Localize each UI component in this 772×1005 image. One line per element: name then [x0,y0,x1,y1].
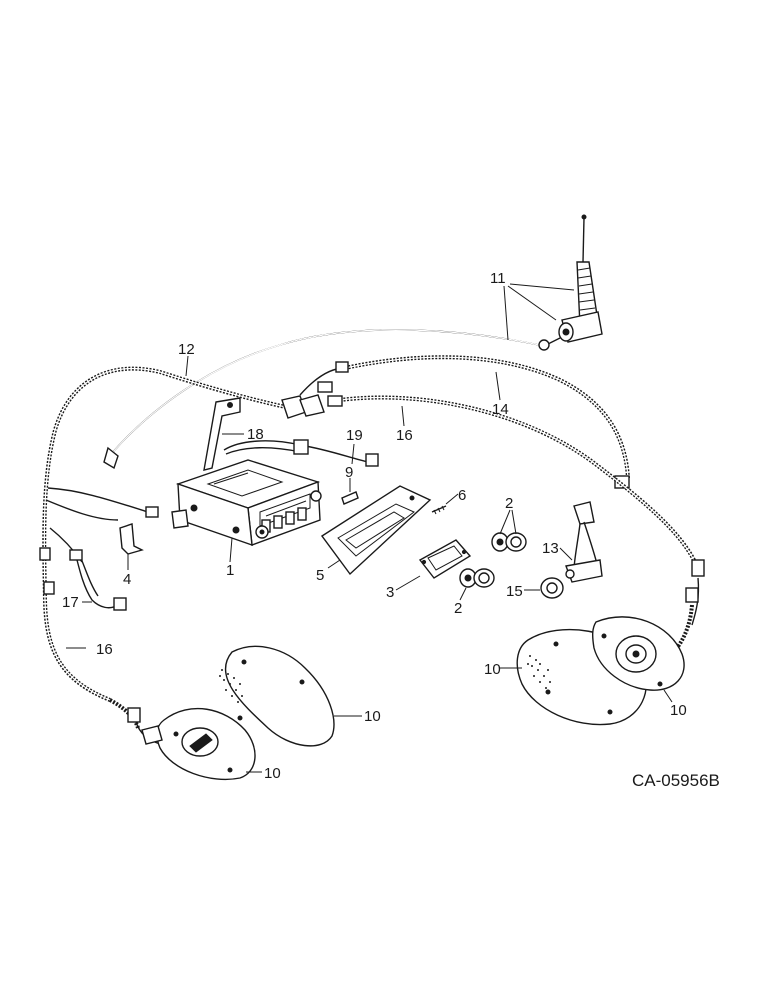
callout-1: 1 [226,562,234,579]
speaker-left-10 [141,707,262,780]
pin-7 [341,491,359,505]
callout-11: 11 [490,270,506,287]
callout-3: 3 [386,584,394,601]
callout-9: 10 [484,661,501,678]
callout-2-upper: 2 [505,495,513,512]
callout-10-left-label: 10 [264,765,281,782]
harness-12 [39,366,325,702]
radio-unit [171,459,322,563]
grommet-15 [540,577,564,599]
callout-7: 9 [345,464,353,481]
callout-19: 19 [346,427,363,444]
clip-5 [119,523,144,555]
harness-19 [223,439,379,467]
speaker-right-10 [591,616,685,703]
callout-10-right-label: 10 [670,702,687,719]
speaker-grille-left-8 [219,645,362,747]
callout-17: 17 [62,594,79,611]
screw-4 [431,505,447,515]
callout-14: 14 [492,401,509,418]
callout-18: 18 [247,426,264,443]
callout-13: 13 [542,540,559,557]
antenna [103,214,603,470]
callout-16-lower: 16 [96,641,113,658]
mounting-bezel-6 [320,485,432,576]
harness-17 [69,549,127,611]
callout-2-lower: 2 [454,600,462,617]
bracket-18 [203,397,241,471]
callout-8: 10 [364,708,381,725]
drawing-code: CA-05956B [632,771,720,790]
callout-4: 6 [458,487,466,504]
callout-12: 12 [178,341,195,358]
antenna-cable-13 [565,501,603,583]
callout-6: 5 [316,567,324,584]
knob-set-lower [459,568,495,588]
trim-plate-3 [418,539,472,579]
callout-labels: 11 12 14 16 18 19 9 6 2 13 1 4 5 3 15 2 … [62,270,687,782]
callout-16-upper: 16 [396,427,413,444]
harness-14 [299,355,630,489]
callout-15: 15 [506,583,523,600]
callout-5: 4 [123,571,131,588]
leader-lines [66,283,575,649]
knob-set-upper [491,532,527,552]
